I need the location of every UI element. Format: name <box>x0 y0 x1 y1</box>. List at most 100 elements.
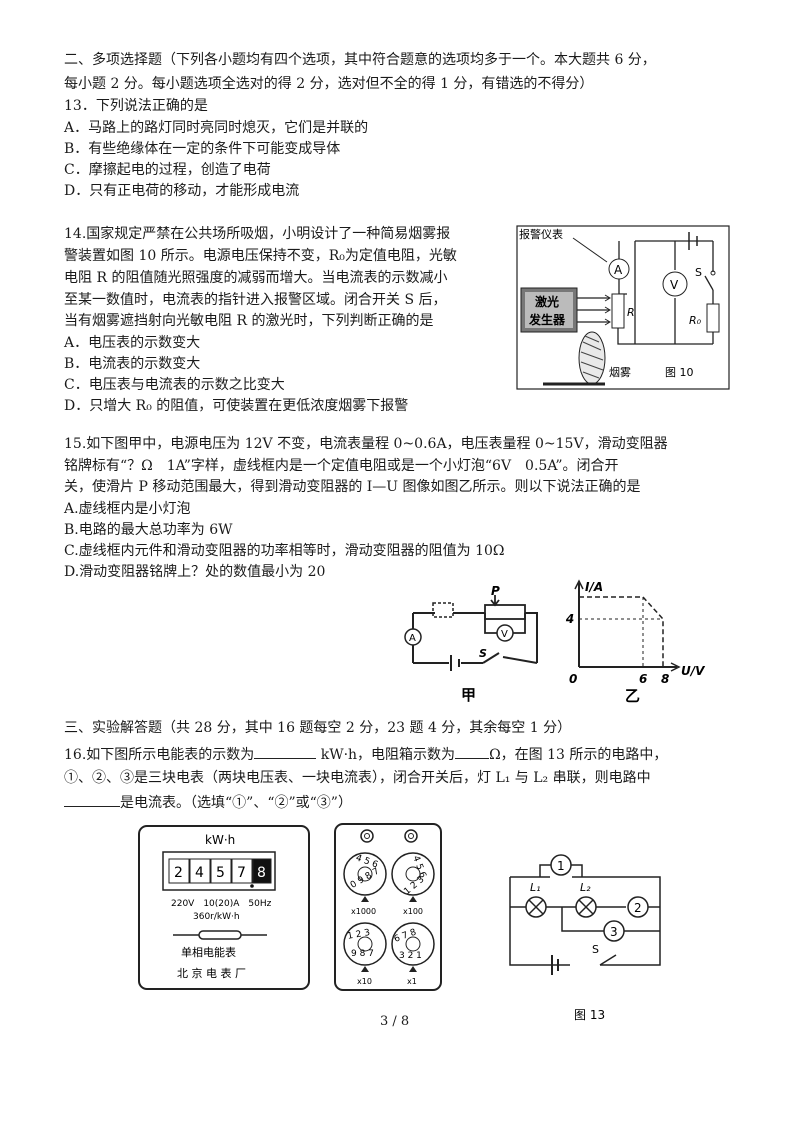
r-label: R <box>627 306 635 319</box>
tick-8: 8 <box>661 672 669 686</box>
figure-13-circuit: 1 L₁ L₂ 2 3 S 图 13 <box>509 854 661 1022</box>
tick-6: 6 <box>639 672 647 686</box>
meter-3-icon <box>603 920 625 942</box>
ammeter-label: A <box>409 633 416 644</box>
meter-name: 单相电能表 <box>181 945 236 959</box>
q15-circuit-jia: P A V S 甲 <box>404 585 538 704</box>
origin-label: 0 <box>569 672 577 686</box>
lamp-l1-label: L₁ <box>530 881 541 894</box>
svg-text:1 2 3: 1 2 3 <box>347 928 371 942</box>
terminal-left <box>360 829 374 843</box>
switch-label: S <box>695 266 702 279</box>
switch-label: S <box>479 647 487 660</box>
switch-blade <box>704 275 714 291</box>
svg-text:9 8 7: 9 8 7 <box>351 949 374 959</box>
q14-stem-line3: 电阻 R 的阻值随光照强度的减弱而增大。当电流表的示数减小 <box>64 270 448 286</box>
meter-digit-5: 8 <box>257 865 266 881</box>
q16-text-part3: Ω，在图 13 所示的电路中， <box>489 747 668 763</box>
dial-x1: 6 7 8 3 2 1 <box>391 922 435 966</box>
resistor-r <box>611 293 625 329</box>
label-x1000: x1000 <box>351 907 376 916</box>
battery-icon <box>551 955 559 975</box>
q14-stem-line5: 当有烟雾遮挡射向光敏电阻 R 的激光时，下列判断正确的是 <box>64 313 434 329</box>
q15-graph-yi: I/A U/V 0 0.4 6 8 乙 <box>565 579 706 705</box>
terminal-right <box>404 829 418 843</box>
switch-s <box>482 652 500 664</box>
q16-blank-meter[interactable] <box>254 744 317 759</box>
q14-option-b: B．电流表的示数变大 <box>64 356 201 372</box>
lamp-l2-label: L₂ <box>580 881 591 894</box>
voltmeter-label: V <box>670 278 679 292</box>
label-x10: x10 <box>357 977 372 986</box>
q14-option-d: D．只增大 R₀ 的阻值，可使装置在更低浓度烟雾下报警 <box>64 398 409 414</box>
resistor-r0 <box>706 303 720 333</box>
label-yi: 乙 <box>625 687 640 705</box>
q14-option-c: C．电压表与电流表的示数之比变大 <box>64 377 285 393</box>
figure-13-caption: 图 13 <box>574 1008 605 1022</box>
q13-option-a: A．马路上的路灯同时亮同时熄灭，它们是并联的 <box>64 120 369 136</box>
meter-3-label: 3 <box>610 925 618 939</box>
q16-text-part2: kW·h，电阻箱示数为 <box>316 747 456 763</box>
q15-option-a: A.虚线框内是小灯泡 <box>64 501 191 517</box>
q16-text-part1: 16.如下图所示电能表的示数为 <box>64 747 255 763</box>
figure-frame <box>516 225 730 390</box>
laser-label-1: 激光 <box>535 294 559 309</box>
label-jia: 甲 <box>461 686 476 704</box>
page-number: 3 / 8 <box>380 1014 410 1029</box>
q15-stem-line3: 关，使滑片 P 移动范围最大，得到滑动变阻器的 I—U 图像如图乙所示。则以下说… <box>64 479 641 495</box>
q13-option-b: B．有些绝缘体在一定的条件下可能变成导体 <box>64 141 341 157</box>
q14-stem-line1: 14.国家规定严禁在公共场所吸烟，小明设计了一种简易烟雾报 <box>64 226 451 242</box>
meter-1-label: 1 <box>557 859 565 873</box>
resistance-box-figure: 0 9 8 7 4 5 6 4 5 6 1 2 3 x1000 x100 1 2… <box>334 823 442 991</box>
q13-option-d: D．只有正电荷的移动，才能形成电流 <box>64 183 300 199</box>
smoke-icon <box>578 331 606 385</box>
iu-curve <box>579 596 664 667</box>
energy-meter-figure: kW·h 2 4 5 7 8 220V 10(20)A 50Hz 360r/kW… <box>138 825 310 990</box>
q15-stem-line2: 铭牌标有“？Ω 1A”字样，虚线框内是一个定值电阻或是一个小灯泡“6V 0.5A… <box>64 458 619 474</box>
switch-icon <box>599 954 617 966</box>
q15-option-d: D.滑动变阻器铭牌上？处的数值最小为 20 <box>64 564 326 580</box>
meter-digit-2: 4 <box>195 865 204 881</box>
section2-heading-line1: 二、多项选择题（下列各小题均有四个选项，其中符合题意的选项均多于一个。本大题共 … <box>64 52 656 68</box>
x-axis-label: U/V <box>681 664 706 678</box>
q14-stem-line4: 至某一数值时，电流表的指针进入报警区域。闭合开关 S 后， <box>64 292 447 308</box>
voltmeter-icon <box>662 271 688 297</box>
svg-text:3 2 1: 3 2 1 <box>399 951 422 961</box>
meter-maker: 北 京 电 表 厂 <box>177 966 246 980</box>
slide-rheostat <box>484 604 526 620</box>
q16-stem-line1: 16.如下图所示电能表的示数为 kW·h，电阻箱示数为 Ω，在图 13 所示的电路… <box>64 744 667 765</box>
dial-x10: 1 2 3 9 8 7 <box>343 922 387 966</box>
q15-option-b: B.电路的最大总功率为 6W <box>64 522 233 538</box>
voltmeter-label: V <box>501 629 508 640</box>
alarm-meter-label: 报警仪表 <box>519 227 563 241</box>
label-x100: x100 <box>403 907 423 916</box>
dial-x1000: 0 9 8 7 4 5 6 <box>343 852 387 896</box>
voltmeter-icon <box>496 624 514 642</box>
label-x1: x1 <box>407 977 417 986</box>
q15-option-c: C.虚线框内元件和滑动变阻器的功率相等时，滑动变阻器的阻值为 10Ω <box>64 543 505 559</box>
meter-digit-3: 5 <box>216 865 225 881</box>
ammeter-icon <box>404 628 422 646</box>
switch-label: S <box>592 943 599 956</box>
meter-unit-label: kW·h <box>205 833 235 847</box>
q16-stem-line3: 是电流表。（选填“①”、“②”或“③”） <box>64 792 352 813</box>
q14-stem-line2: 警装置如图 10 所示。电源电压保持不变，R₀为定值电阻，光敏 <box>64 248 457 264</box>
figure-10-caption: 图 10 <box>665 366 694 379</box>
q14-option-a: A．电压表的示数变大 <box>64 335 201 351</box>
slider-p <box>490 595 500 607</box>
section3-heading: 三、实验解答题（共 28 分，其中 16 题每空 2 分，23 题 4 分，其余… <box>64 720 572 736</box>
r0-label: R₀ <box>689 314 702 327</box>
q16-blank-ammeter[interactable] <box>64 792 120 807</box>
section2-heading-line2: 每小题 2 分。每小题选项全选对的得 2 分，选对但不全的得 1 分，有错选的不… <box>64 76 594 92</box>
meter-rotor-window <box>198 930 242 940</box>
ammeter-label: A <box>614 263 623 277</box>
q16-blank-resistor-box[interactable] <box>455 744 490 759</box>
meter-spec-line2: 360r/kW·h <box>193 912 240 922</box>
q16-stem-line2: ①、②、③是三块电表（两块电压表、一块电流表），闭合开关后，灯 L₁ 与 L₂ … <box>64 770 651 786</box>
q13-option-c: C．摩擦起电的过程，创造了电荷 <box>64 162 271 178</box>
laser-label-2: 发生器 <box>528 312 566 327</box>
y-axis-label: I/A <box>585 580 603 594</box>
q13-stem: 13．下列说法正确的是 <box>64 98 208 114</box>
meter-spec-line1: 220V 10(20)A 50Hz <box>171 899 272 909</box>
meter-digit-4: 7 <box>237 865 246 881</box>
